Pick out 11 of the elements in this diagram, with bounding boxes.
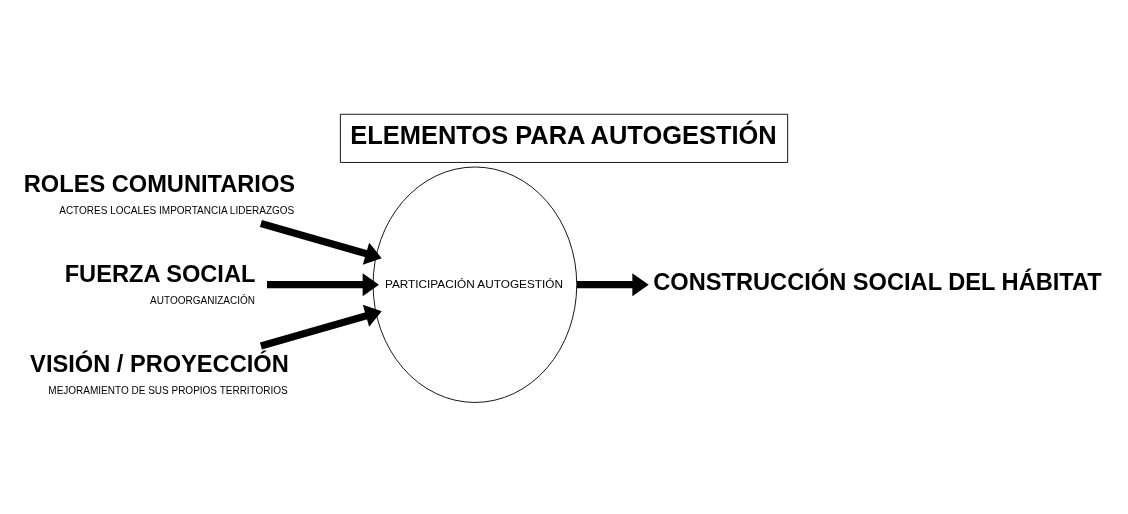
- arrow: [259, 219, 382, 265]
- arrow: [259, 304, 382, 350]
- node-label: ACTORES LOCALES IMPORTANCIA LIDERAZGOS: [59, 204, 295, 216]
- node-text: VISIÓN / PROYECCIÓN: [30, 350, 289, 377]
- node-label: AUTOORGANIZACIÓN: [150, 294, 255, 306]
- node-ellipse: PARTICIPACIÓN AUTOGESTIÓN: [372, 166, 578, 403]
- node-text: FUERZA SOCIAL: [64, 260, 256, 287]
- diagram-title: ELEMENTOS PARA AUTOGESTIÓN: [350, 121, 777, 150]
- node-label: MEJORAMIENTO DE SUS PROPIOS TERRITORIOS: [48, 384, 288, 396]
- node-text: ROLES COMUNITARIOS: [23, 170, 296, 197]
- node-text: CONSTRUCCIÓN SOCIAL DEL HÁBITAT: [653, 269, 1102, 295]
